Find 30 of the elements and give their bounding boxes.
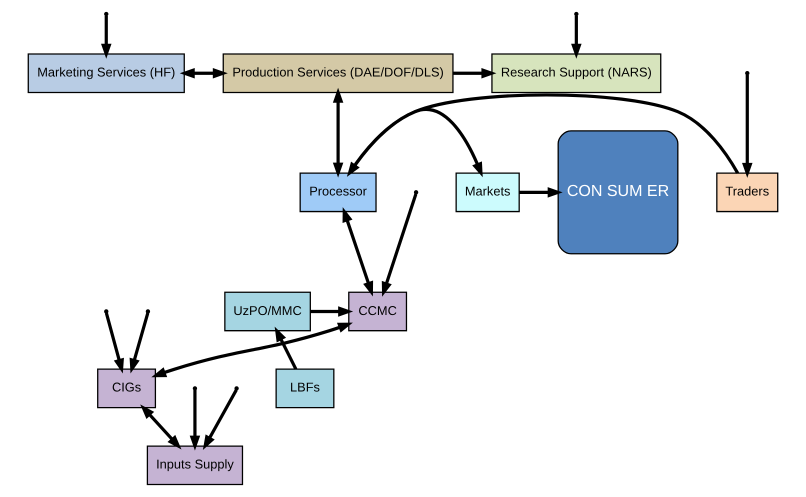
arrow xyxy=(180,68,228,78)
node-box: UzPO/MMC xyxy=(224,292,311,332)
arrow xyxy=(151,322,353,378)
node-box: Marketing Services (HF) xyxy=(28,53,185,94)
arrow xyxy=(104,312,124,374)
node-box: Research Support (NARS) xyxy=(491,53,662,94)
arrow xyxy=(742,75,753,178)
node-box: Production Services (DAE/DOF/DLS) xyxy=(222,53,454,94)
node-box: CON SUM ER xyxy=(558,130,678,254)
node-box: Inputs Supply xyxy=(146,445,244,486)
arrow xyxy=(382,194,418,297)
arrow xyxy=(519,187,563,198)
arrow xyxy=(332,88,344,178)
node-box: Markets xyxy=(456,172,520,212)
node-box: Processor xyxy=(300,172,377,212)
arrow xyxy=(130,312,150,374)
node-box: LBFs xyxy=(276,368,334,408)
arrow xyxy=(274,326,298,370)
arrow xyxy=(348,108,483,178)
arrow xyxy=(140,404,182,450)
arrow xyxy=(310,306,354,317)
node-box: Traders xyxy=(716,172,778,212)
arrow xyxy=(202,389,238,450)
arrow xyxy=(101,16,112,59)
node-box: CIGs xyxy=(97,368,156,408)
arrow xyxy=(342,207,374,296)
arrow xyxy=(190,390,200,451)
node-box: CCMC xyxy=(348,292,408,332)
arrow xyxy=(453,68,496,78)
arrow xyxy=(571,16,582,59)
